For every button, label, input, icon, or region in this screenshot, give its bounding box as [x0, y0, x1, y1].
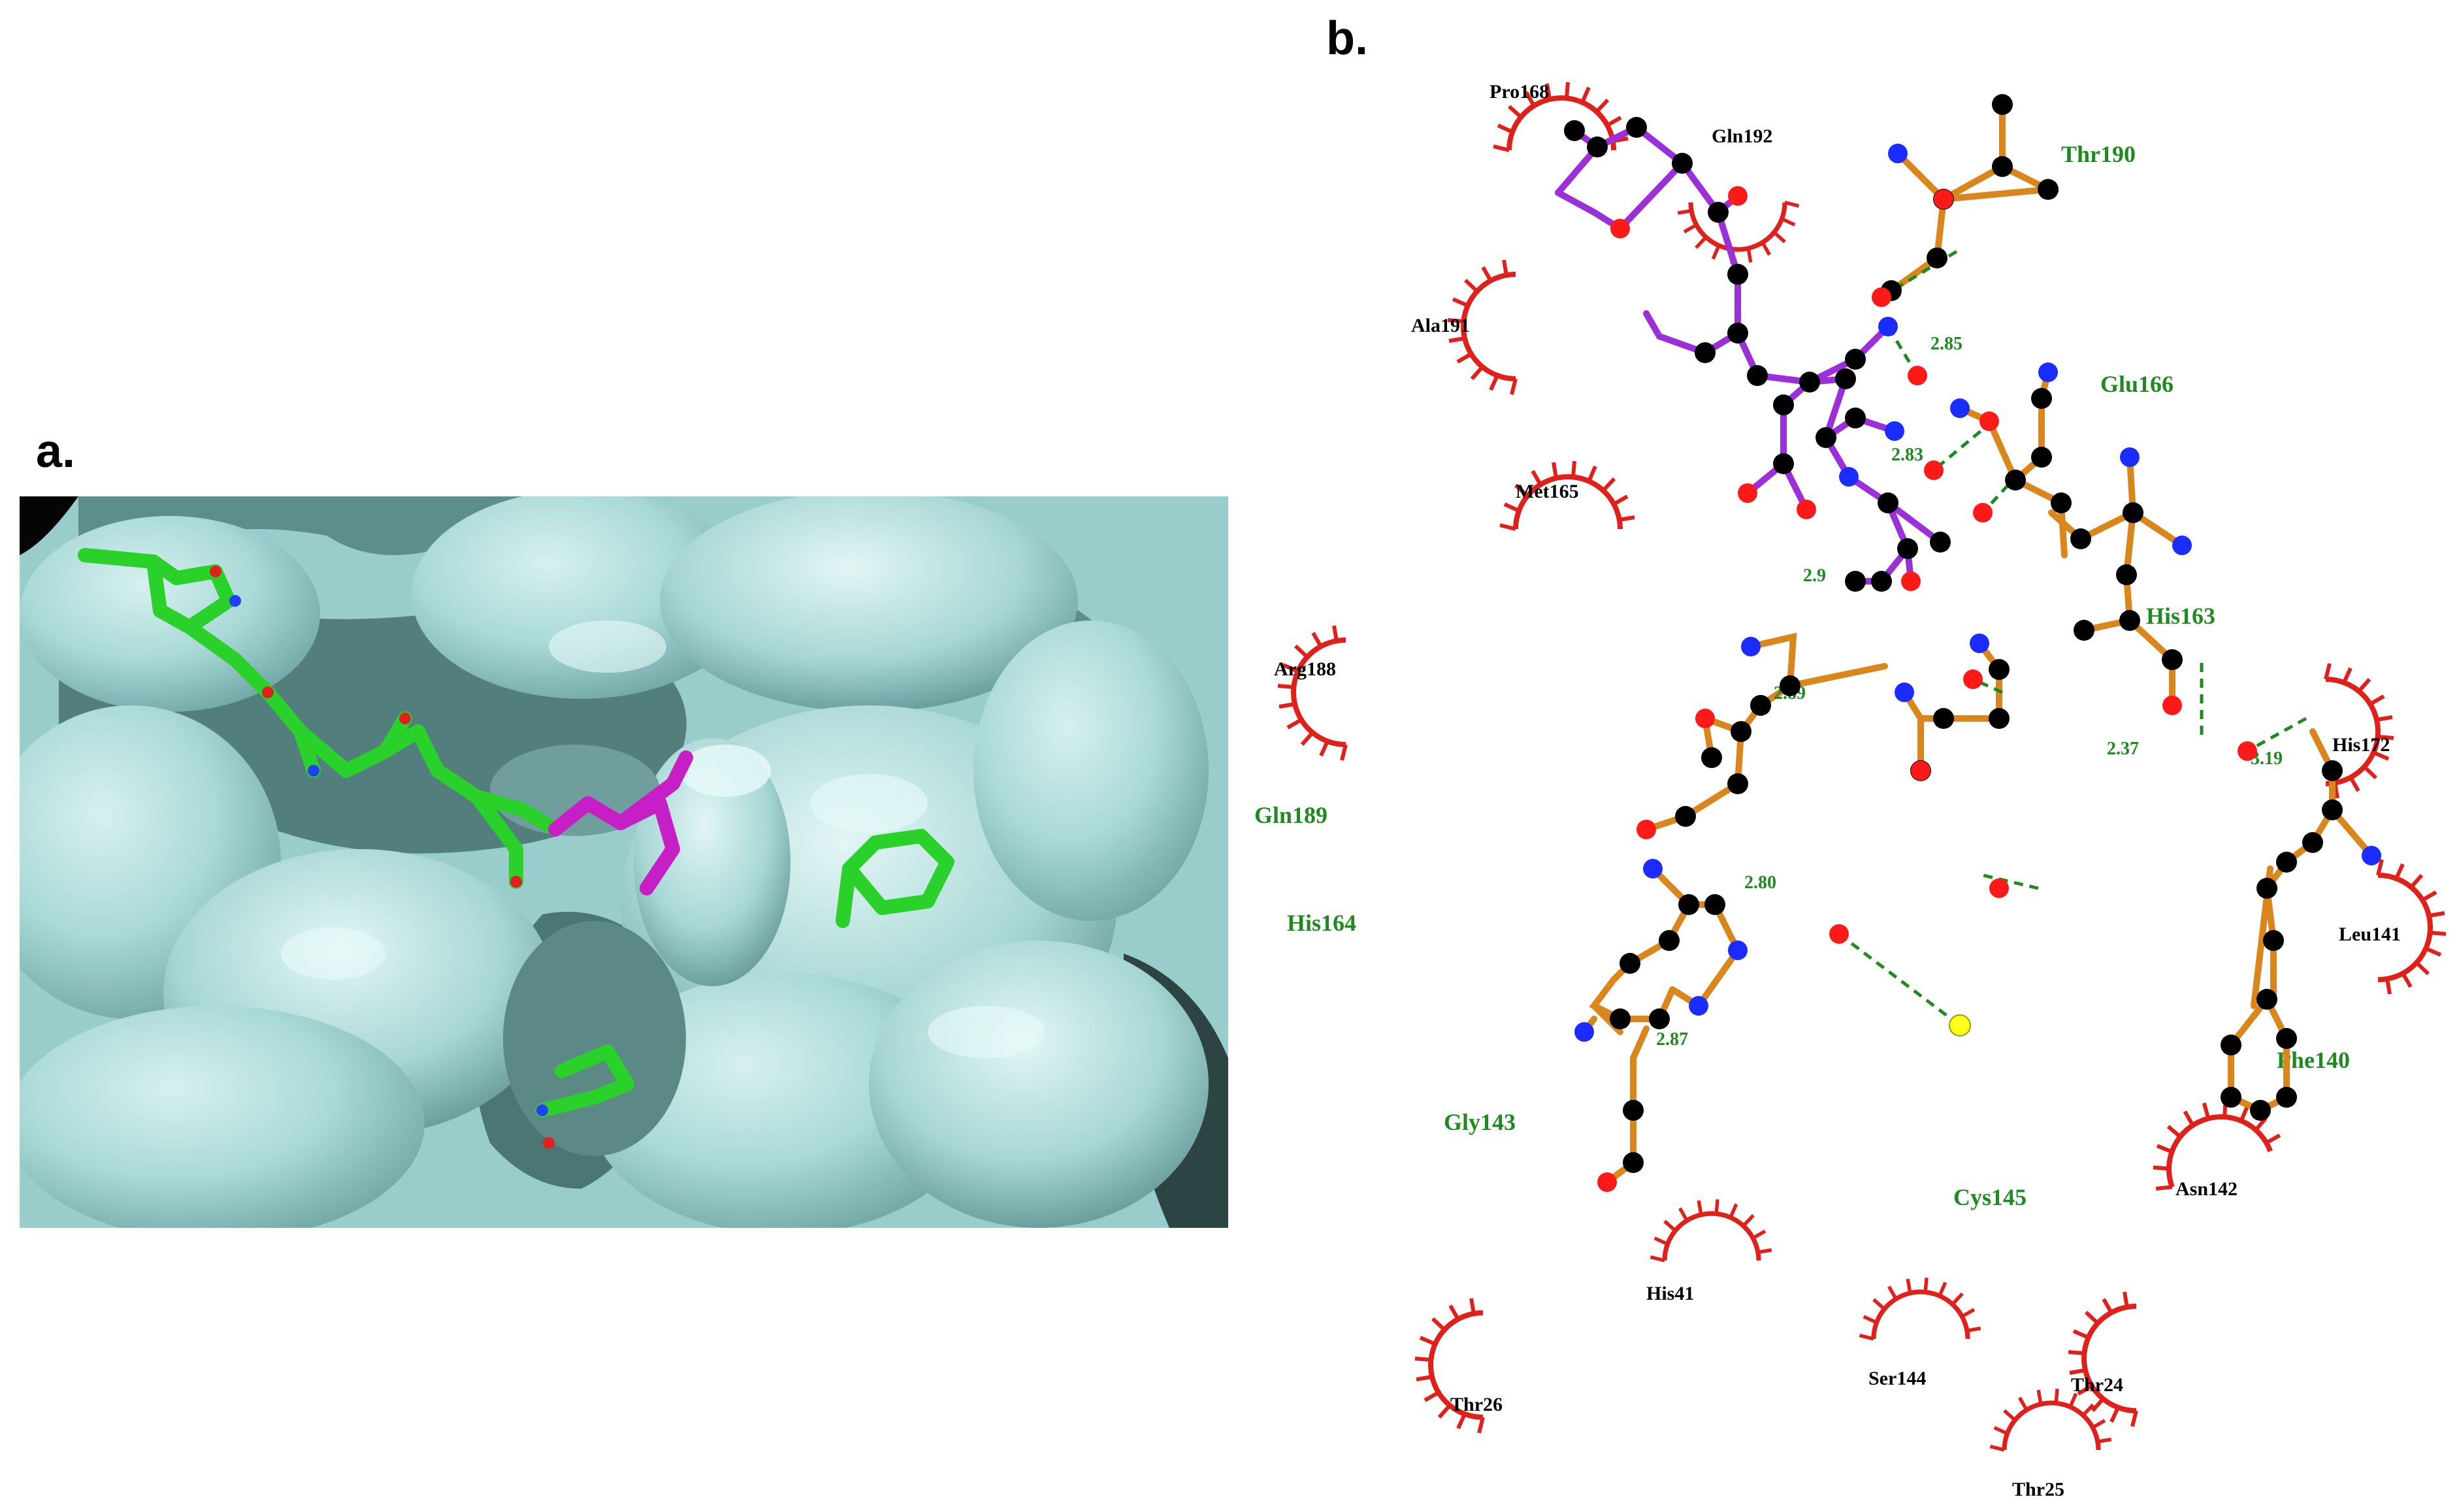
residue-label: Gln189 — [1254, 802, 1327, 828]
residue-label: Pro168 — [1490, 81, 1549, 103]
residue-label: Ser144 — [1868, 1368, 1926, 1389]
residue-label: His164 — [1287, 910, 1356, 936]
surface-rendering — [20, 496, 1228, 1228]
panel-b-label: b. — [1326, 12, 1368, 65]
interaction-diagram: Pro168 Gln192 Ala191 Met165 Arg188 His17… — [1254, 0, 2459, 1500]
residue-label: His172 — [2332, 734, 2390, 756]
distance-label: 2.87 — [1656, 1029, 1688, 1050]
distance-label: 2.85 — [1930, 334, 1962, 354]
ligand-sticks — [78, 548, 954, 1149]
residue-label: Ala191 — [1411, 315, 1470, 336]
distance-label: 2.80 — [1744, 873, 1776, 893]
residue-label: Gly143 — [1444, 1109, 1516, 1135]
residue-label: Glu166 — [2100, 371, 2174, 397]
distance-label: 2.83 — [1891, 445, 1923, 465]
residue-label: Thr190 — [2061, 141, 2136, 167]
residue-label: Gln192 — [1712, 125, 1772, 147]
residue-label: Thr25 — [2012, 1479, 2064, 1500]
residue-label: Leu141 — [2339, 924, 2401, 945]
residue-label: Asn142 — [2175, 1178, 2238, 1200]
residue-label: Cys145 — [1953, 1184, 2027, 1210]
distance-label: 2.37 — [2107, 739, 2139, 759]
atoms — [1564, 94, 2381, 1192]
residue-label: Thr26 — [1450, 1394, 1503, 1415]
residue-label: Thr24 — [2071, 1374, 2123, 1396]
residue-label: His41 — [1646, 1283, 1694, 1304]
hydrogen-bonds — [1838, 249, 2307, 1027]
panel-a-label: a. — [36, 425, 76, 477]
residue-label: His163 — [2146, 603, 2215, 629]
void-region — [20, 496, 78, 555]
distance-label: 2.9 — [1803, 566, 1826, 586]
residue-label: Met165 — [1516, 481, 1579, 502]
residue-label: Arg188 — [1274, 658, 1336, 680]
